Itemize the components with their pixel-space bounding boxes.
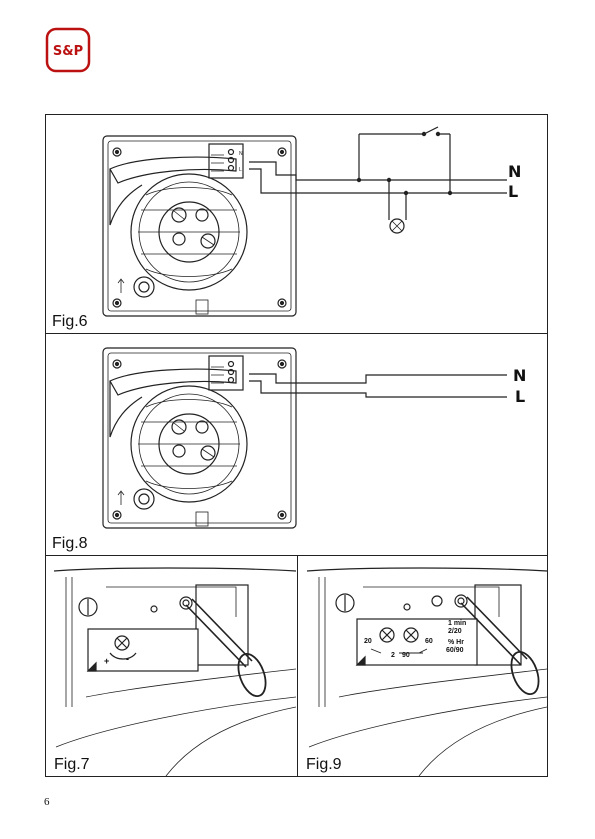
fig9-diagram	[299, 557, 547, 776]
fig6-diagram: N L	[46, 115, 547, 332]
fig9-left-scale-bottom: 2	[391, 652, 395, 659]
fig7-plus-label: +	[104, 656, 109, 666]
fig6-n-label: N	[508, 162, 521, 181]
fig8-n-label: N	[513, 366, 526, 385]
fig8-diagram	[46, 335, 547, 553]
fig9-timer-label: 1 min	[448, 620, 466, 627]
logo-text: S&P	[53, 44, 83, 59]
fig6-caption: Fig.6	[52, 313, 88, 331]
fig7-minus-label: -	[126, 654, 129, 664]
page-number: 6	[44, 796, 50, 808]
svg-text:N: N	[239, 151, 243, 157]
fig9-timer-range: 2/20	[448, 628, 462, 635]
svg-text:L: L	[239, 167, 242, 173]
fig7-diagram	[46, 557, 296, 776]
fig9-left-scale-top: 20	[364, 638, 372, 645]
fig9-humidity-range: 60/90	[446, 647, 464, 654]
fig9-caption: Fig.9	[306, 756, 342, 774]
divider-3	[297, 555, 298, 777]
fig8-l-label: L	[515, 387, 525, 406]
divider-1	[45, 333, 548, 334]
sp-logo: S&P	[44, 26, 92, 74]
fig9-right-scale-top: 60	[425, 638, 433, 645]
fig8-caption: Fig.8	[52, 535, 88, 553]
fig7-caption: Fig.7	[54, 756, 90, 774]
fig9-right-scale-bottom: 90	[402, 652, 410, 659]
fig6-l-label: L	[508, 182, 518, 201]
fig9-humidity-label: % Hr	[448, 639, 464, 646]
